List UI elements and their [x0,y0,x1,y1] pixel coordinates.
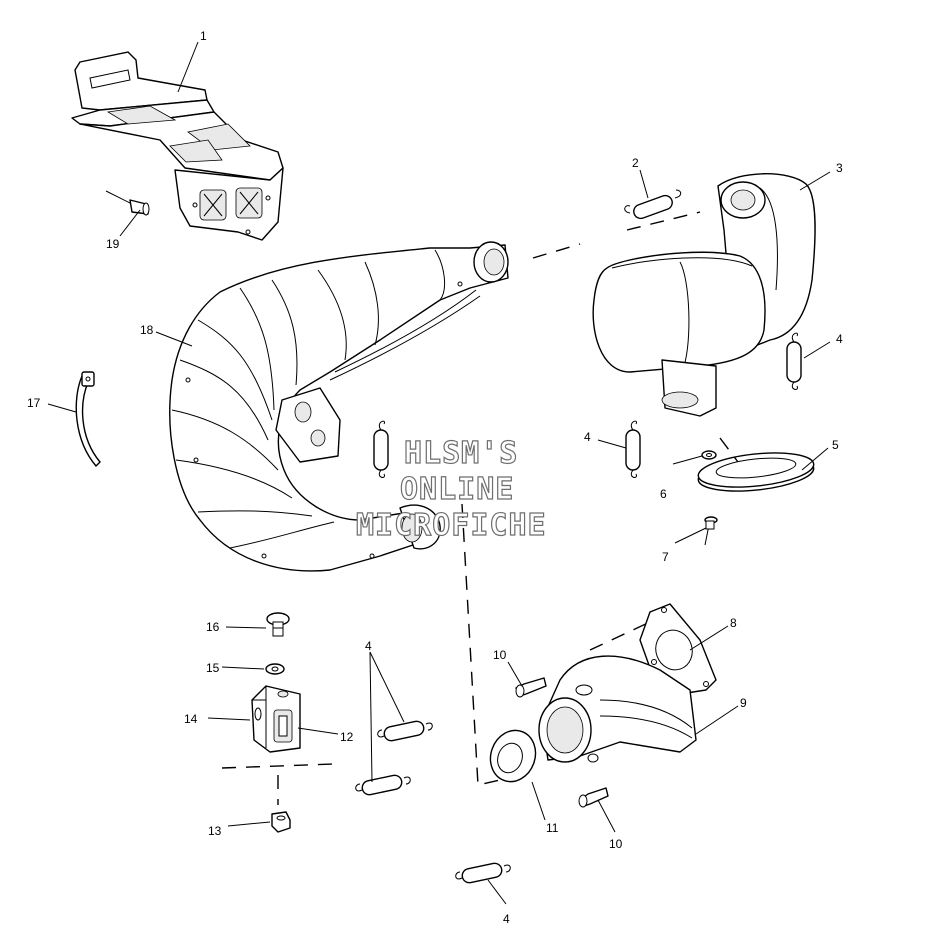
part-9-exhaust-manifold [538,655,697,763]
callout-7: 7 [662,550,669,564]
part-14-mount-bracket [251,685,301,753]
callout-14: 14 [184,712,198,726]
callout-2: 2 [632,156,639,170]
callout-13: 13 [208,824,222,838]
part-17-strap [75,371,101,467]
part-12-insert [278,715,288,737]
callout-3: 3 [836,161,843,175]
callout-18: 18 [140,323,154,337]
watermark: HLSM'S ONLINE MICROFICHE [355,435,547,543]
leader-lines [47,41,831,905]
callout-4-lower: 4 [365,639,372,653]
callout-4-bottom: 4 [503,912,510,926]
part-2-spring [624,189,682,220]
callout-17: 17 [27,396,41,410]
part-18-expansion-chamber [169,241,509,572]
callout-4-mid: 4 [584,430,591,444]
assembly-lines [221,211,739,805]
watermark-line-2: ONLINE [400,472,514,507]
part-10-bolt-upper [515,677,547,698]
watermark-line-3: MICROFICHE [356,508,547,543]
part-4-spring-bottom [455,862,511,884]
part-4-spring-lower-b [355,774,411,796]
callout-9: 9 [740,696,747,710]
part-7-rivet [704,516,718,546]
callout-16: 16 [206,620,220,634]
callout-5: 5 [832,438,839,452]
watermark-line-1: HLSM'S [404,436,518,471]
part-4-spring-right [786,332,802,390]
callout-15: 15 [206,661,220,675]
part-4-spring-lower-a [377,720,433,742]
callout-6: 6 [660,487,667,501]
part-11-seal-ring [489,729,537,783]
part-5-gasket [697,452,815,492]
callouts: 1 19 2 3 4 4 5 6 7 17 18 16 15 14 12 13 … [27,29,843,926]
part-16-bolt [266,612,290,637]
part-4-spring-center [373,420,389,478]
callout-11: 11 [546,821,559,835]
callout-12: 12 [340,730,354,744]
part-4-spring-mid [625,420,641,478]
callout-10-lower: 10 [609,837,623,851]
callout-1: 1 [200,29,207,43]
callout-10-upper: 10 [493,648,507,662]
part-13-nut [271,811,291,833]
part-15-washer [265,663,285,675]
part-3-silencer [592,173,816,417]
callout-8: 8 [730,616,737,630]
callout-19: 19 [106,237,120,251]
part-6-washer [701,450,717,460]
part-1-heat-shield-bracket [71,51,284,241]
callout-4-right: 4 [836,332,843,346]
part-19-rivet [105,190,150,216]
part-10-bolt-lower [578,787,609,808]
